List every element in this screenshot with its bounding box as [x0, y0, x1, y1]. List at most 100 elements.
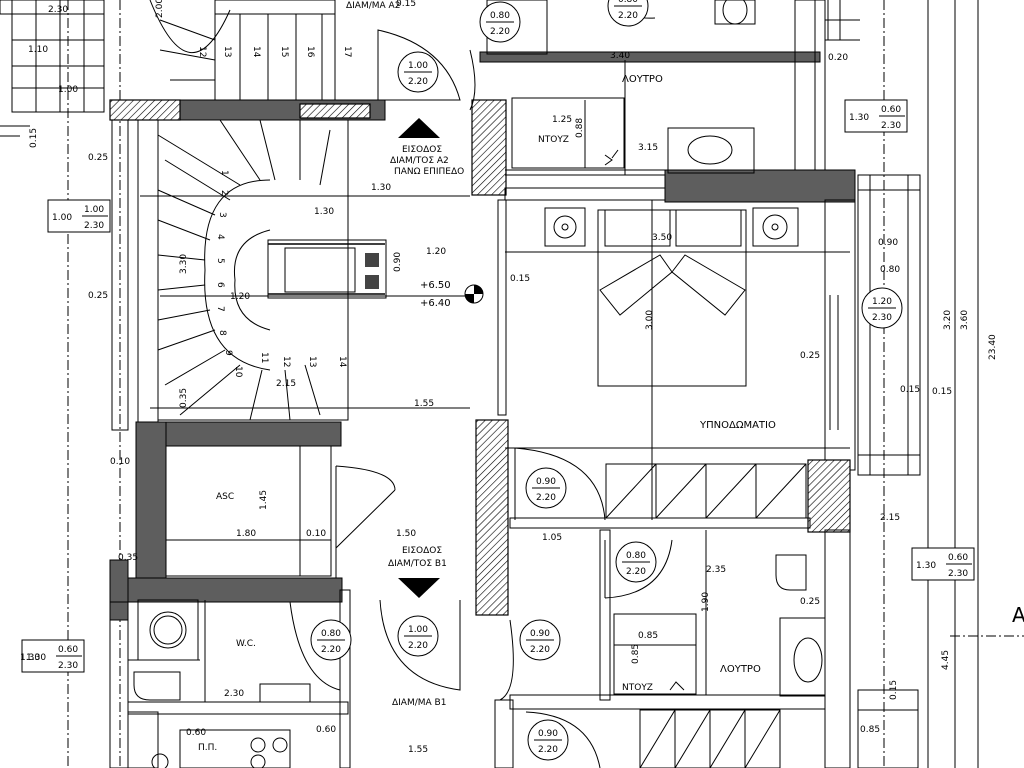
dimension-value: 1.80 [236, 529, 256, 539]
window-tag-sill: 1.00 [52, 213, 72, 223]
entrance-b1-line1: ΕΙΣΟΔΟΣ [402, 546, 442, 556]
door-tag-height: 2.20 [321, 645, 341, 655]
room-label-bedroom: ΥΠΝΟΔΩΜΑΤΙΟ [699, 420, 776, 431]
room-label-pp: Π.Π. [198, 743, 217, 753]
door-tag-width: 0.90 [536, 477, 556, 487]
entrance-b1-line2: ΔΙΑΜ/ΤΟΣ Β1 [388, 559, 447, 569]
dimension-value: 0.35 [179, 388, 189, 408]
left-balcony-top [0, 0, 105, 137]
room-label-bathroom-top: ΛΟΥΤΡΟ [622, 74, 663, 85]
door-tag: 0.90 2.20 [525, 467, 567, 509]
door-tag-width: 1.20 [872, 297, 892, 307]
door-tag-height: 2.30 [872, 313, 892, 323]
window-tag: 1.300.602.30 [911, 547, 975, 581]
door-tag: 0.802.20 [607, 0, 649, 27]
window-tag-sill: 1.30 [26, 653, 46, 663]
door-tag: 1.20 2.30 [861, 287, 903, 329]
window-tag: 2.30 [48, 5, 68, 15]
dimension-value: 1.90 [701, 592, 711, 612]
dimension-value: 0.60 [316, 725, 336, 735]
dimension-value: 3.60 [960, 310, 970, 330]
dimension-value: 0.10 [306, 529, 326, 539]
dimension-value: 3.30 [179, 254, 189, 274]
door-tag: 0.902.20 [519, 619, 561, 661]
door-tag-width: 0.80 [321, 629, 341, 639]
apartment-label-b1: ΔΙΑΜ/ΜΑ Β1 [392, 698, 446, 708]
dimension-value: 1.30 [314, 207, 334, 217]
room-label-asc: ASC [216, 492, 234, 502]
level-upper: +6.50 [420, 280, 451, 291]
dimension-value: 0.15 [932, 387, 952, 397]
dimension-value: 0.15 [396, 0, 416, 9]
room-label-shower-top: ΝΤΟΥΖ [538, 135, 569, 145]
stair-step-number: 12 [281, 356, 291, 367]
dimension-value: 0.85 [631, 644, 641, 664]
stair-step-number: 7 [215, 306, 225, 312]
spiral-stair [140, 119, 470, 421]
lower-bathroom [604, 530, 919, 768]
dimension-value: 1.20 [230, 292, 250, 302]
door-tag-width: 0.90 [538, 729, 558, 739]
window-tag: 1.001.002.30 [47, 199, 111, 233]
dimension-value: 0.25 [88, 153, 108, 163]
dimension-value: 1.00 [58, 85, 78, 95]
dimension-value: 3.00 [645, 310, 655, 330]
dimension-value: 0.90 [393, 252, 403, 272]
stair-step-number: 6 [215, 282, 225, 288]
dimension-value: 0.85 [638, 631, 658, 641]
stair-step-number: 9 [223, 350, 233, 356]
dimension-value: 2.30 [224, 689, 244, 699]
door-tags: 0.802.200.802.201.002.201.202.300.902.20… [310, 0, 903, 761]
door-tag-width: 1.00 [408, 625, 428, 635]
door-tag-height: 2.20 [530, 645, 550, 655]
door-tag: 0.802.20 [479, 1, 521, 43]
dimension-value: 0.15 [889, 680, 899, 700]
apartment-label-a2: ΔΙΑΜ/ΜΑ Α2 [346, 1, 400, 11]
dimension-value: 0.15 [29, 128, 39, 148]
stair-step-number: 11 [259, 352, 269, 363]
dimension-value: 3.20 [943, 310, 953, 330]
dimension-value: 2.15 [276, 379, 296, 389]
window-tag-height: 2.30 [84, 221, 104, 231]
door-tag-height: 2.20 [408, 77, 428, 87]
stair-step-number: 2 [219, 190, 229, 196]
dimension-value: 0.15 [510, 274, 530, 284]
bedroom-room [505, 200, 850, 521]
top-bathroom [486, 0, 860, 174]
door-tag-height: 2.20 [408, 641, 428, 651]
window-tag-height: 2.30 [881, 121, 901, 131]
dimension-value: 3.50 [652, 233, 672, 243]
door-tag-width: 0.80 [490, 11, 510, 21]
entrance-a2-line2: ΔΙΑΜ/ΤΟΣ Α2 [390, 156, 449, 166]
window-tag-width: 1.10 [28, 45, 48, 55]
window-tag: 1.300.602.30 [844, 99, 908, 133]
dimension-value: 4.45 [941, 650, 951, 670]
window-tag: 1.10 [28, 45, 48, 55]
dimension-value: 1.25 [552, 115, 572, 125]
dimension-value: 1.45 [259, 490, 269, 510]
door-tag: 0.90 2.20 [527, 719, 569, 761]
window-tag-sill: 1.30 [916, 561, 936, 571]
dimension-value: 0.88 [575, 118, 585, 138]
wc-room [128, 599, 311, 768]
dimension-value: 1.50 [396, 529, 416, 539]
stair-step-number: 13 [307, 356, 317, 367]
dimension-value: 0.60 [186, 728, 206, 738]
dimension-value: 1.30 [371, 183, 391, 193]
stair-step-number: 17 [342, 46, 352, 57]
door-tag-height: 2.20 [626, 567, 646, 577]
door-tag-width: 1.00 [408, 61, 428, 71]
door-tag-height: 2.20 [536, 493, 556, 503]
edge-letter: A [1012, 603, 1024, 627]
stair-step-number: 12 [197, 46, 207, 57]
door-tag: 1.00 2.20 [397, 615, 439, 657]
stair-step-number: 16 [305, 46, 315, 58]
dimension-value: 0.10 [110, 457, 130, 467]
door-tag: 1.00 2.20 [397, 51, 439, 93]
level-lower: +6.40 [420, 298, 451, 309]
door-tag-height: 2.20 [538, 745, 558, 755]
window-tag-width: 0.60 [58, 645, 78, 655]
level-marker [464, 284, 484, 304]
right-balcony [857, 174, 921, 476]
